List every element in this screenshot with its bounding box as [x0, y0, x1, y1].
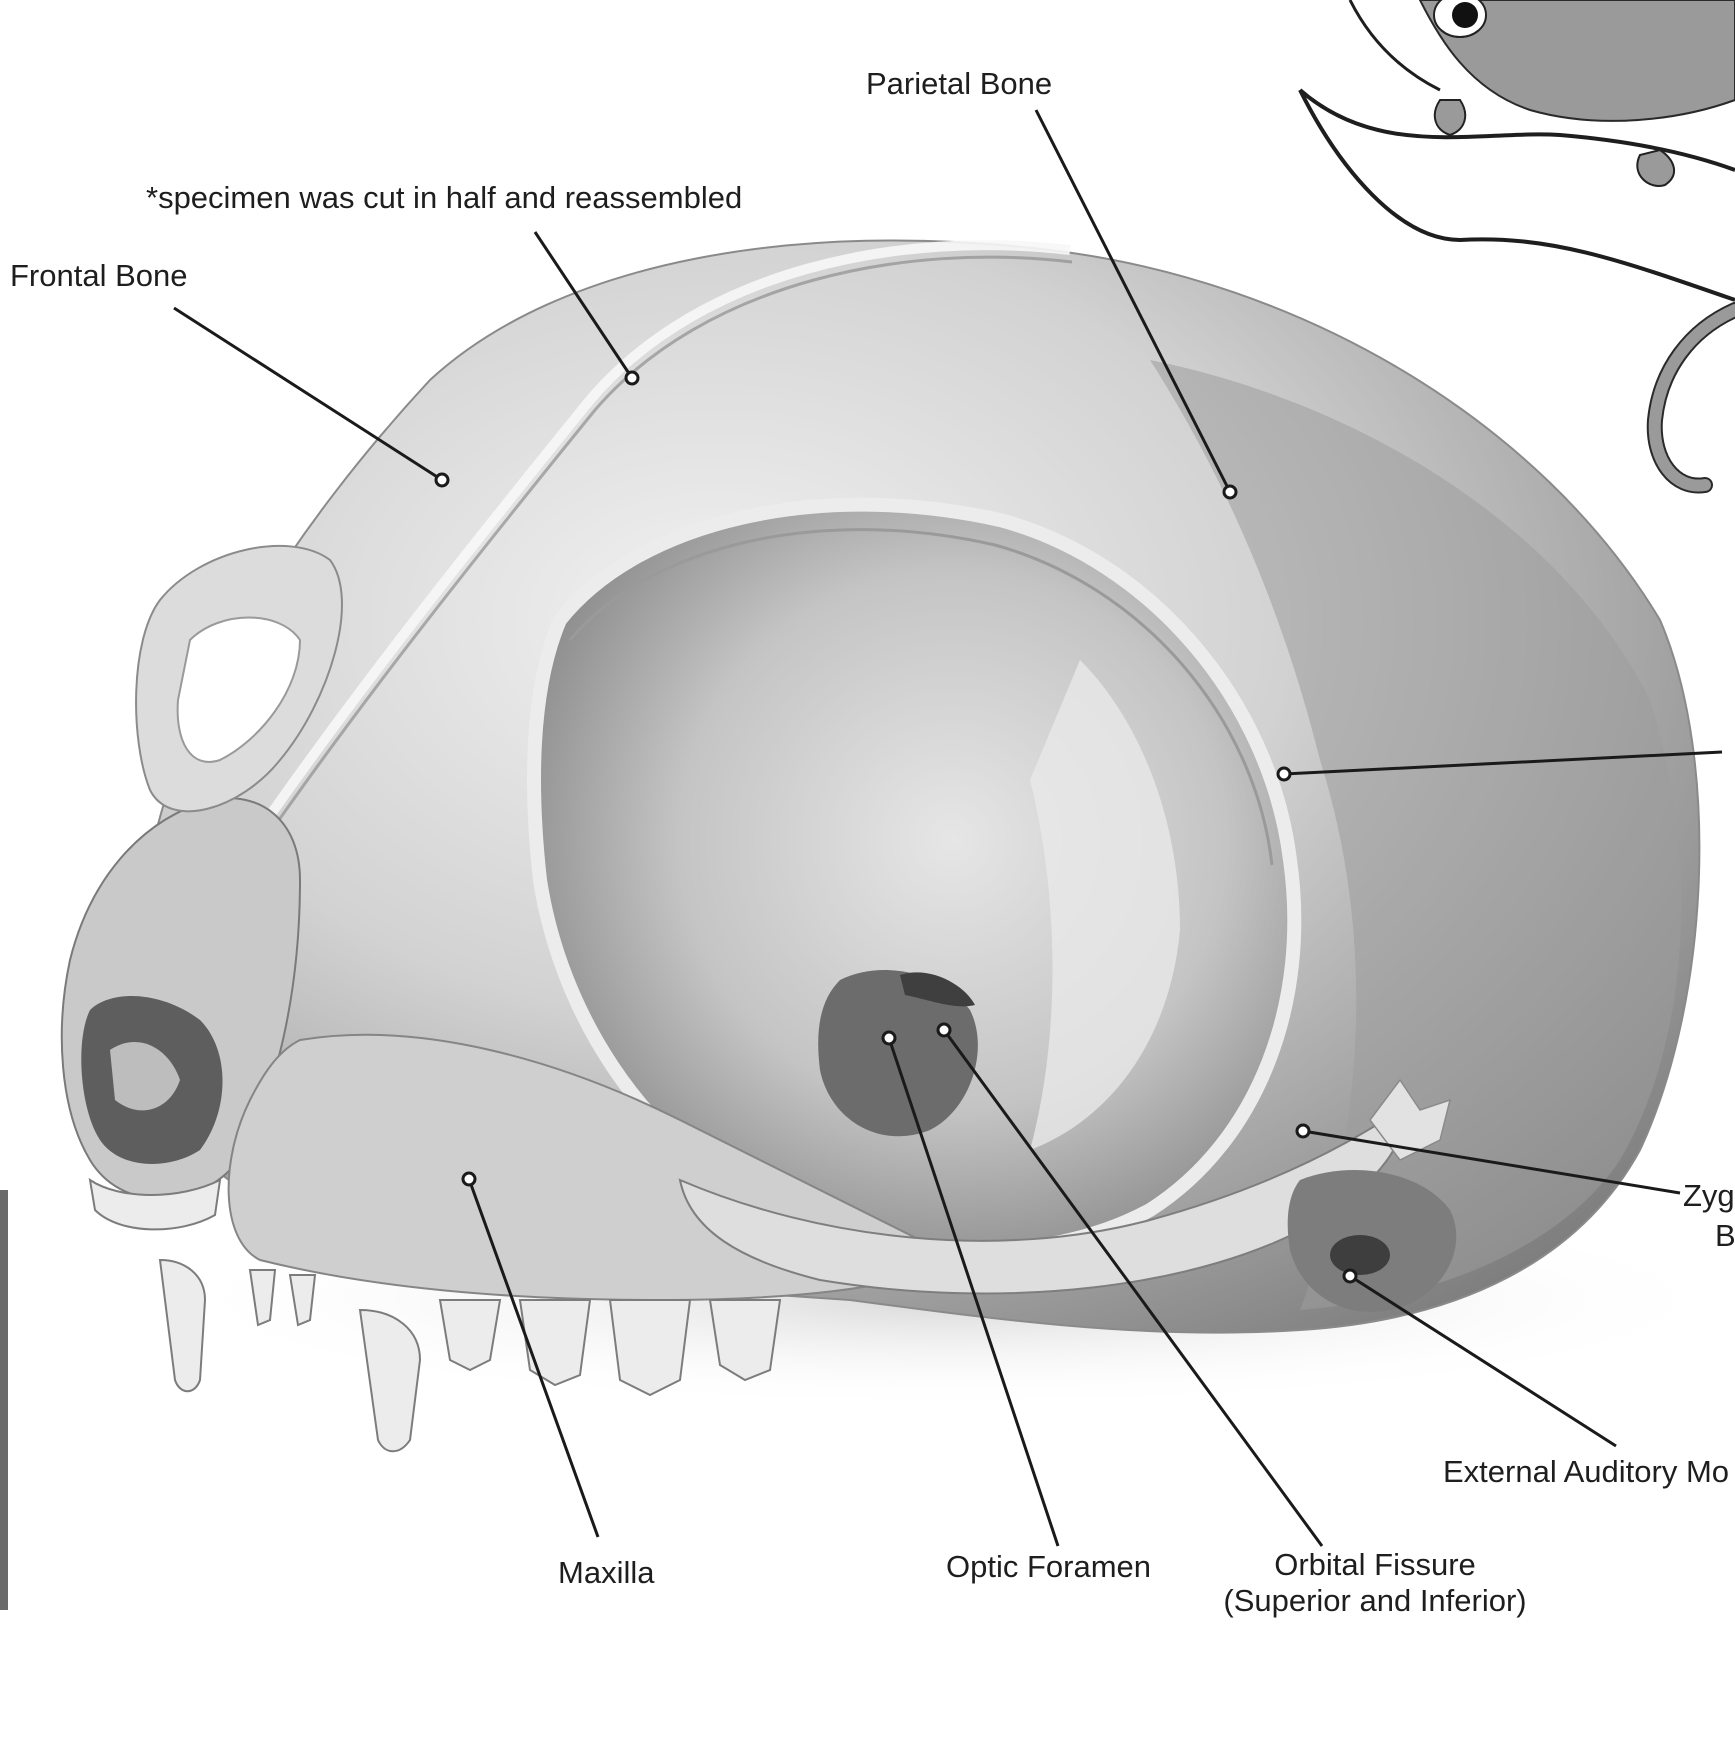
- premolar-1: [438, 1299, 502, 1372]
- leader-auditory: [1349, 1274, 1617, 1448]
- dot-parietal: [1222, 484, 1238, 500]
- label-specimen-note: *specimen was cut in half and reassemble…: [146, 180, 743, 215]
- animal-hand: [1433, 99, 1467, 137]
- leader-lines: [173, 109, 1723, 1547]
- leader-specimen-note: [533, 231, 634, 379]
- label-parietal-bone: Parietal Bone: [866, 66, 1053, 101]
- animal-body: [1418, 0, 1735, 122]
- label-zygomatic-partial-2: B: [1715, 1218, 1735, 1253]
- braincase-shade: [1150, 360, 1682, 1310]
- label-maxilla: Maxilla: [558, 1555, 655, 1590]
- leader-dots: [434, 370, 1358, 1284]
- label-zygomatic-partial-1: Zyg: [1683, 1178, 1735, 1213]
- canine-main: [358, 1308, 422, 1453]
- label-optic-foramen: Optic Foramen: [946, 1549, 1152, 1584]
- leader-frontal: [173, 306, 443, 482]
- branch-upper: [1298, 88, 1735, 172]
- molar-2: [708, 1299, 782, 1382]
- canine-front: [158, 1258, 207, 1393]
- optic-region: [818, 970, 978, 1137]
- suture-ridge: [175, 240, 1071, 953]
- left-edge-strip: [0, 1190, 8, 1610]
- dot-frontal: [434, 472, 450, 488]
- fissure-shape: [900, 972, 975, 1007]
- dot-right-upper: [1276, 766, 1292, 782]
- small-tooth-1: [248, 1269, 277, 1327]
- animal-eye-pupil: [1452, 2, 1478, 28]
- frontal-process-hole: [176, 616, 302, 763]
- label-orbital-fissure: Orbital Fissure (Superior and Inferior): [1210, 1547, 1540, 1619]
- molar-1: [608, 1299, 692, 1397]
- dot-specimen-note: [624, 370, 640, 386]
- auditory-opening: [1330, 1235, 1390, 1275]
- animal-tail-fill: [1648, 304, 1735, 492]
- dot-optic: [881, 1030, 897, 1046]
- bushbaby-sketch: [1298, 0, 1735, 494]
- label-external-auditory: External Auditory Mo: [1443, 1454, 1730, 1489]
- suture-ridge-shadow: [183, 255, 1073, 961]
- leader-maxilla: [467, 1178, 600, 1538]
- leader-optic: [887, 1037, 1060, 1547]
- dot-maxilla: [461, 1171, 477, 1187]
- leader-zygomatic: [1302, 1129, 1681, 1195]
- dot-orbital: [936, 1022, 952, 1038]
- branch-top: [1348, 0, 1441, 92]
- teeth: [88, 1177, 782, 1453]
- incisor-upper: [88, 1177, 222, 1231]
- premolar-2: [518, 1299, 592, 1387]
- label-frontal-bone: Frontal Bone: [10, 258, 188, 293]
- orbit-rim-shadow: [568, 528, 1274, 866]
- zygomatic-process-spikes: [1369, 1078, 1452, 1161]
- orbit-inner-wall: [1030, 660, 1180, 1150]
- branch-lower: [1298, 89, 1735, 302]
- dot-zygomatic: [1295, 1123, 1311, 1139]
- nasal-turbinate: [110, 1041, 180, 1111]
- leader-right-upper: [1283, 750, 1723, 776]
- label-orbital-line1: Orbital Fissure: [1274, 1547, 1476, 1582]
- label-orbital-line2: (Superior and Inferior): [1223, 1583, 1527, 1618]
- dot-auditory: [1342, 1268, 1358, 1284]
- leader-parietal: [1034, 109, 1232, 493]
- leader-orbital: [942, 1029, 1324, 1547]
- small-tooth-2: [288, 1274, 317, 1327]
- animal-foot: [1636, 148, 1675, 187]
